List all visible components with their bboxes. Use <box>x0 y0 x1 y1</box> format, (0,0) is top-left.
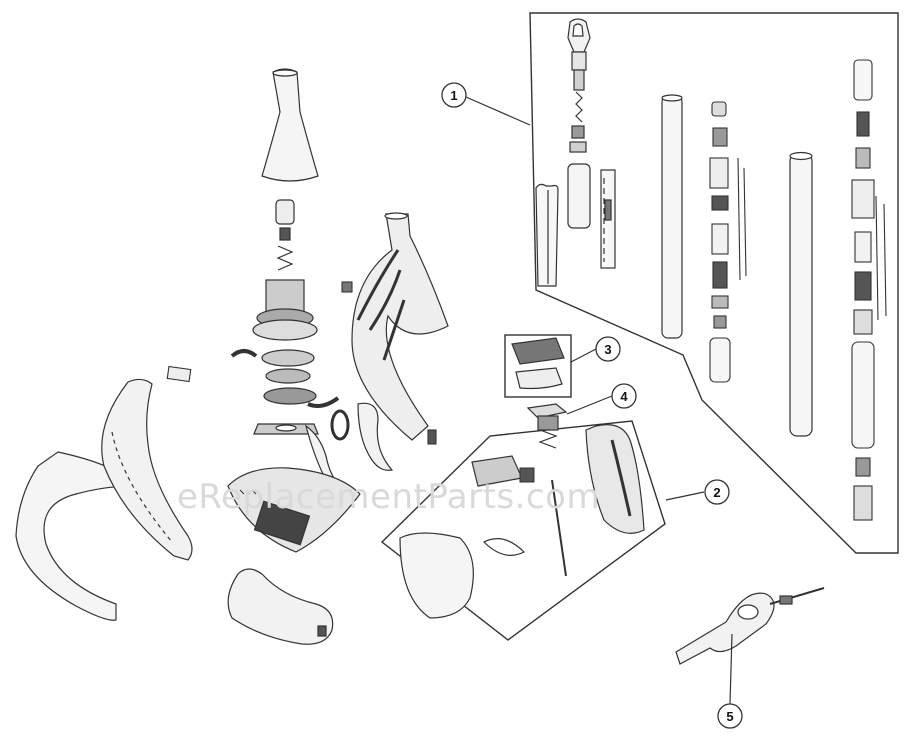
watermark-text: eReplacementParts.com <box>177 477 600 517</box>
small-parts-stack-b <box>851 59 887 521</box>
group-3-filter <box>504 334 572 398</box>
group-1-handle-assembly <box>529 12 899 554</box>
svg-text:1: 1 <box>450 88 457 103</box>
grip-handle <box>567 18 591 229</box>
svg-text:5: 5 <box>726 709 733 724</box>
long-tube-right <box>789 151 813 437</box>
callout-2: 2 <box>704 479 730 505</box>
svg-text:2: 2 <box>713 485 720 500</box>
front-cover-left <box>15 378 193 621</box>
group-4-valve <box>526 403 568 449</box>
brush-nozzle <box>227 467 361 553</box>
body-shell <box>351 212 449 441</box>
callout-1: 1 <box>441 82 467 108</box>
callout-4: 4 <box>611 383 637 409</box>
callout-5: 5 <box>717 703 743 729</box>
callout-3: 3 <box>595 336 621 362</box>
group-5-crevice-tool <box>675 587 825 665</box>
small-parts-stack-a <box>709 101 747 383</box>
long-tube-center <box>661 94 683 339</box>
seals-and-covers <box>304 402 394 487</box>
group-3-outline <box>504 334 572 398</box>
handle-cone <box>261 68 319 182</box>
slim-tube <box>600 169 616 269</box>
small-loose-parts <box>166 281 437 445</box>
svg-text:3: 3 <box>604 342 611 357</box>
group-2-nozzle-assembly <box>380 420 666 641</box>
group-1-outline <box>529 12 899 554</box>
short-tube-left <box>535 183 559 287</box>
motor-core-assembly <box>230 68 340 435</box>
callout-leaders <box>465 96 733 705</box>
svg-text:4: 4 <box>620 389 628 404</box>
base-plate <box>227 568 334 645</box>
group-2-outline <box>380 420 666 641</box>
